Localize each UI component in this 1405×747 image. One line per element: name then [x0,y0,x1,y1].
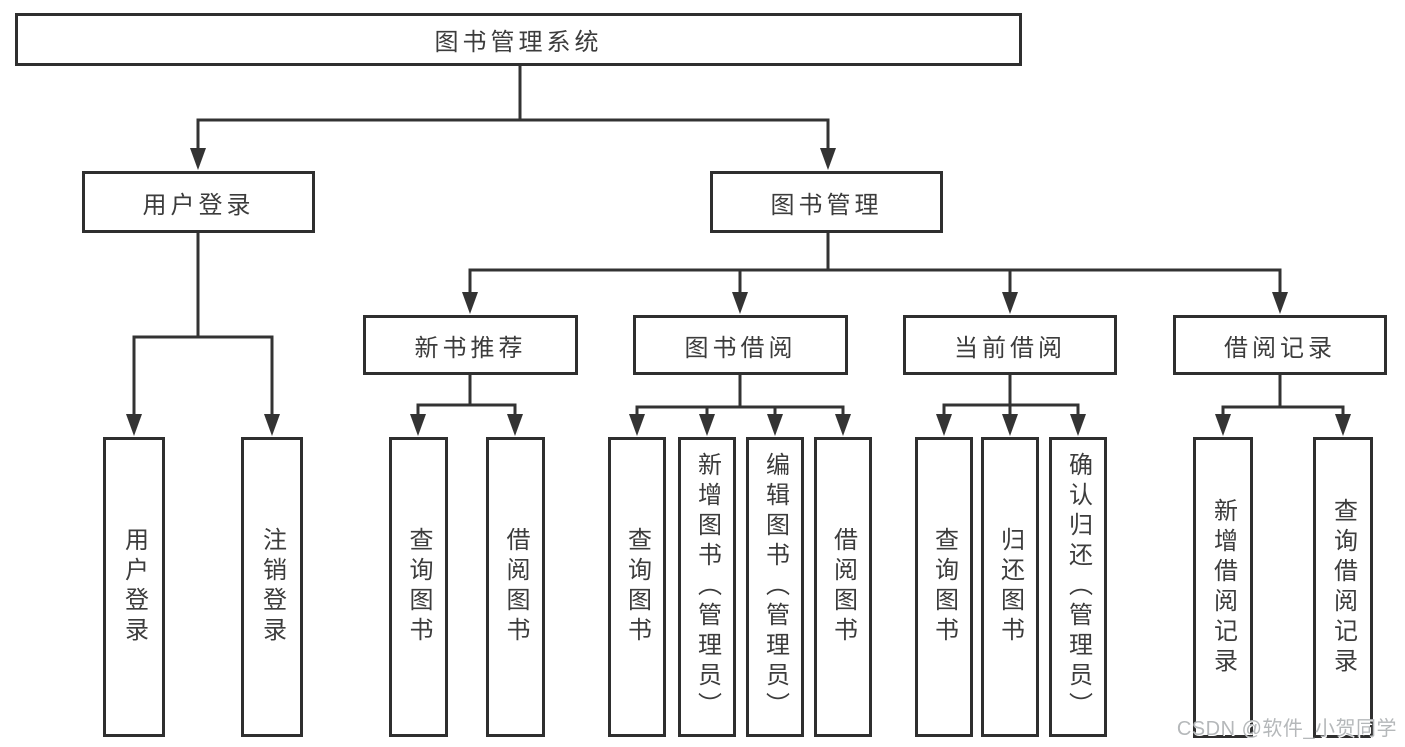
node-new-book-recommend-label: 新书推荐 [414,334,527,362]
leaf-query-books-current-label: 查询图书 [930,527,958,647]
node-book-borrow-label: 图书借阅 [684,334,797,362]
leaf-query-books-borrow: 查询图书 [608,437,666,737]
leaf-borrow-books-recommend: 借阅图书 [486,437,545,737]
leaf-add-books-admin: 新增图书（管理员） [678,437,736,737]
node-borrow-records: 借阅记录 [1173,315,1387,375]
leaf-user-login-label: 用户登录 [120,527,148,647]
node-user-login-label: 用户登录 [142,191,255,219]
leaf-query-borrow-record-label: 查询借阅记录 [1329,497,1357,678]
node-user-login: 用户登录 [82,171,315,233]
leaf-confirm-return-admin-label: 确认归还（管理员） [1064,452,1092,722]
node-system-root: 图书管理系统 [15,13,1022,66]
leaf-logout: 注销登录 [241,437,303,737]
leaf-borrow-books-recommend-label: 借阅图书 [502,527,529,647]
leaf-query-borrow-record: 查询借阅记录 [1313,437,1373,738]
node-borrow-records-label: 借阅记录 [1224,334,1336,362]
node-current-borrow: 当前借阅 [903,315,1117,375]
leaf-add-books-admin-label: 新增图书（管理员） [693,452,721,722]
leaf-query-books-recommend: 查询图书 [389,437,448,737]
node-book-borrow: 图书借阅 [633,315,848,375]
leaf-query-books-current: 查询图书 [915,437,973,737]
leaf-query-books-recommend-label: 查询图书 [405,527,432,647]
node-current-borrow-label: 当前借阅 [954,334,1066,362]
node-system-root-label: 图书管理系统 [434,29,603,56]
node-book-management-label: 图书管理 [770,191,883,219]
leaf-confirm-return-admin: 确认归还（管理员） [1049,437,1107,737]
node-book-management: 图书管理 [710,171,943,233]
leaf-user-login: 用户登录 [103,437,165,737]
leaf-add-borrow-record-label: 新增借阅记录 [1209,497,1237,678]
leaf-add-borrow-record: 新增借阅记录 [1193,437,1253,738]
leaf-edit-books-admin-label: 编辑图书（管理员） [761,452,789,722]
leaf-return-books-label: 归还图书 [996,527,1024,647]
leaf-logout-label: 注销登录 [258,527,286,647]
leaf-query-books-borrow-label: 查询图书 [623,527,651,647]
node-new-book-recommend: 新书推荐 [363,315,578,375]
leaf-return-books: 归还图书 [981,437,1039,737]
leaf-edit-books-admin: 编辑图书（管理员） [746,437,804,737]
leaf-borrow-books-borrow: 借阅图书 [814,437,872,737]
arrowheads [126,148,1351,436]
csdn-watermark: CSDN @软件_小贺同学 [1176,718,1397,740]
connector-paths [132,64,1345,417]
leaf-borrow-books-borrow-label: 借阅图书 [829,527,857,647]
